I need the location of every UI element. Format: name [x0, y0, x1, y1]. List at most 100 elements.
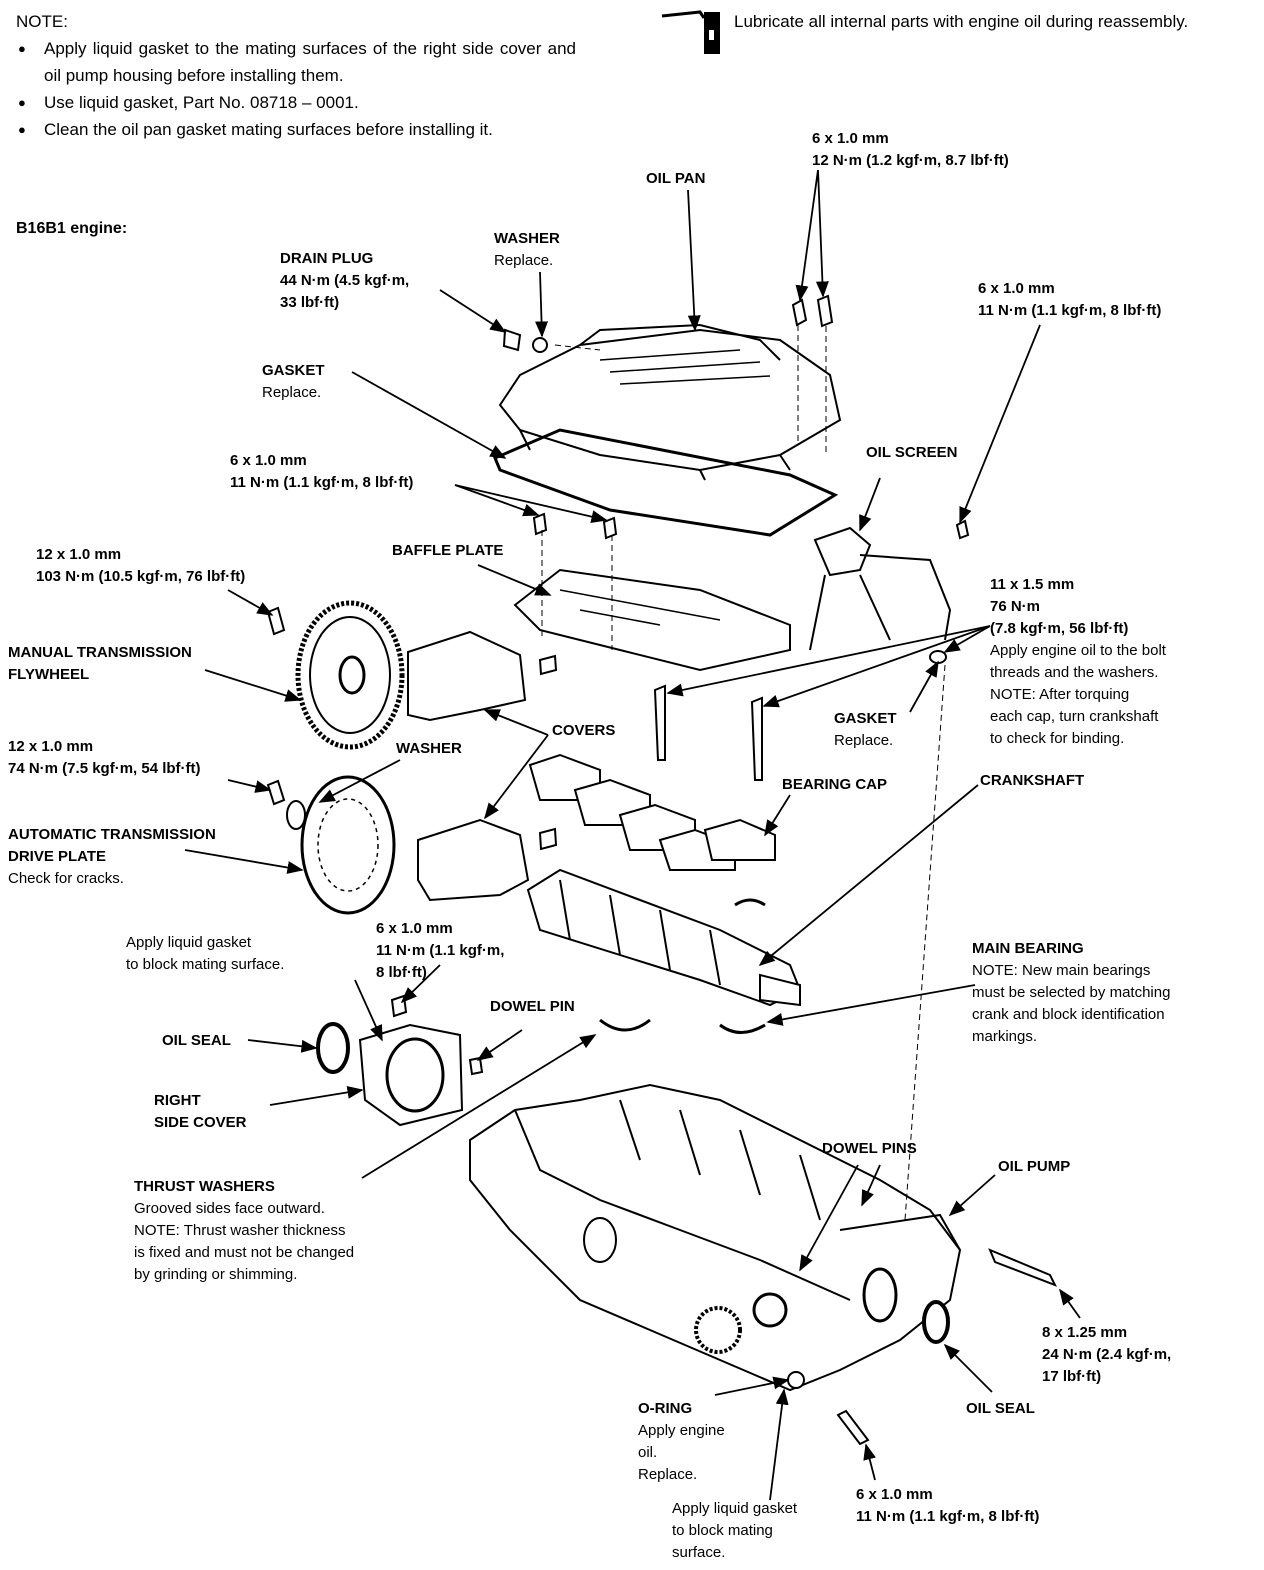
- washer-note: Replace.: [494, 252, 554, 269]
- bolt-note: to check for binding.: [990, 730, 1125, 747]
- bolt-torque: 8 lbf·ft): [376, 964, 427, 981]
- label-oil-pan: OIL PAN: [646, 170, 706, 187]
- oil-pan: [498, 323, 842, 481]
- bolt-size: 8 x 1.25 mm: [1042, 1324, 1128, 1341]
- gasket-note: to block mating: [672, 1522, 773, 1539]
- note-item: Use liquid gasket, Part No. 08718 – 0001…: [18, 89, 576, 116]
- drain-plug-title: DRAIN PLUG: [280, 250, 374, 267]
- bolt-size: 11 x 1.5 mm: [990, 576, 1075, 593]
- o-ring-note: Apply engine: [638, 1422, 725, 1439]
- label-o-ring: O-RING Apply engine oil. Replace.: [638, 1398, 725, 1486]
- main-bearing-title: MAIN BEARING: [972, 940, 1084, 957]
- note-list: Apply liquid gasket to the mating surfac…: [16, 35, 576, 143]
- bolt-torque: 12 N·m (1.2 kgf·m, 8.7 lbf·ft): [812, 152, 1009, 169]
- label-drain-plug: DRAIN PLUG 44 N·m (4.5 kgf·m, 33 lbf·ft): [280, 248, 409, 314]
- bolt-size: 6 x 1.0 mm: [812, 130, 889, 147]
- bolt-torque: 24 N·m (2.4 kgf·m,: [1042, 1346, 1172, 1363]
- label-bolt-driveplate: 12 x 1.0 mm 74 N·m (7.5 kgf·m, 54 lbf·ft…: [8, 736, 201, 780]
- bolt-note: threads and the washers.: [990, 664, 1159, 681]
- main-bearing-shell: [734, 898, 766, 907]
- label-bolt-cover: 6 x 1.0 mm 11 N·m (1.1 kgf·m, 8 lbf·ft): [376, 918, 504, 984]
- oil-seal-right: [922, 1300, 950, 1344]
- bolt-torque: 103 N·m (10.5 kgf·m, 76 lbf·ft): [36, 568, 246, 585]
- label-bolt-baffle: 6 x 1.0 mm 11 N·m (1.1 kgf·m, 8 lbf·ft): [230, 450, 413, 494]
- bolt-torque: 11 N·m (1.1 kgf·m,: [376, 942, 505, 959]
- bolt-note: each cap, turn crankshaft: [990, 708, 1159, 725]
- o-ring-title: O-RING: [638, 1400, 693, 1417]
- thrust-washers-note: is fixed and must not be changed: [134, 1244, 355, 1261]
- label-oil-seal-right: OIL SEAL: [966, 1400, 1035, 1417]
- main-bearing-note: crank and block identification: [972, 1006, 1165, 1023]
- leader-lines: [184, 169, 1081, 1501]
- gasket-title: GASKET: [834, 710, 897, 727]
- oil-screen: [809, 526, 952, 651]
- main-bearing-note: NOTE: New main bearings: [972, 962, 1151, 979]
- engine-label: B16B1 engine:: [16, 220, 128, 237]
- label-washer-top: WASHER Replace.: [494, 228, 560, 272]
- bolt-torque: 17 lbf·ft): [1042, 1368, 1102, 1385]
- label-bolt-pump: 8 x 1.25 mm 24 N·m (2.4 kgf·m, 17 lbf·ft…: [1042, 1322, 1171, 1388]
- label-crankshaft: CRANKSHAFT: [980, 772, 1085, 789]
- bearing-caps: [528, 753, 776, 871]
- washer-title: WASHER: [494, 230, 560, 247]
- drive-plate-title: DRIVE PLATE: [8, 848, 107, 865]
- bolt-size: 6 x 1.0 mm: [978, 280, 1055, 297]
- bolt-torque: 11 N·m (1.1 kgf·m, 8 lbf·ft): [230, 474, 414, 491]
- main-bearing-note: markings.: [972, 1028, 1038, 1045]
- label-bolt-screen: 6 x 1.0 mm 11 N·m (1.1 kgf·m, 8 lbf·ft): [978, 278, 1161, 322]
- label-automatic-drive-plate: AUTOMATIC TRANSMISSION DRIVE PLATE Check…: [8, 824, 216, 890]
- lubricate-text: Lubricate all internal parts with engine…: [734, 12, 1189, 31]
- thrust-washer: [599, 1018, 651, 1032]
- crankshaft: [526, 868, 802, 1007]
- o-ring-note: Replace.: [638, 1466, 698, 1483]
- main-bearing-note: must be selected by matching: [972, 984, 1171, 1001]
- side-cover-title: RIGHT: [154, 1092, 201, 1109]
- label-covers: COVERS: [552, 722, 616, 739]
- o-ring-note: oil.: [638, 1444, 658, 1461]
- gasket-note: Replace.: [262, 384, 322, 401]
- gasket-note: Apply liquid gasket: [126, 934, 252, 951]
- oil-can-icon: [661, 10, 720, 54]
- label-bolt-bottom: 6 x 1.0 mm 11 N·m (1.1 kgf·m, 8 lbf·ft): [856, 1484, 1039, 1528]
- label-dowel-pin: DOWEL PIN: [490, 998, 575, 1015]
- flywheel-title: MANUAL TRANSMISSION: [8, 644, 192, 661]
- baffle-plate: [513, 568, 791, 672]
- manual-flywheel: [295, 600, 405, 750]
- label-liquid-gasket-cover: Apply liquid gasket to block mating surf…: [126, 932, 284, 976]
- gasket-title: GASKET: [262, 362, 325, 379]
- drain-plug-torque: 33 lbf·ft): [280, 294, 340, 311]
- label-gasket-screen: GASKET Replace.: [834, 708, 897, 752]
- bolt-size: 6 x 1.0 mm: [856, 1486, 933, 1503]
- label-main-bearing: MAIN BEARING NOTE: New main bearings mus…: [972, 938, 1170, 1048]
- drain-plug-torque: 44 N·m (4.5 kgf·m,: [280, 272, 410, 289]
- label-liquid-gasket-pump: Apply liquid gasket to block mating surf…: [672, 1498, 797, 1564]
- bolt-torque: 11 N·m (1.1 kgf·m, 8 lbf·ft): [978, 302, 1162, 319]
- gasket-note: to block mating surface.: [126, 956, 285, 973]
- label-baffle-plate: BAFFLE PLATE: [392, 542, 504, 559]
- thrust-washers-title: THRUST WASHERS: [134, 1178, 275, 1195]
- thrust-washers-note: by grinding or shimming.: [134, 1266, 298, 1283]
- note-item: Clean the oil pan gasket mating surfaces…: [18, 116, 576, 143]
- gasket-note: Apply liquid gasket: [672, 1500, 798, 1517]
- label-right-side-cover: RIGHT SIDE COVER: [154, 1090, 247, 1134]
- right-side-cover: [358, 1023, 464, 1127]
- cover-lower: [417, 818, 530, 902]
- label-main-cap-bolt: 11 x 1.5 mm 76 N·m (7.8 kgf·m, 56 lbf·ft…: [990, 574, 1166, 750]
- bolt-size: 12 x 1.0 mm: [8, 738, 94, 755]
- label-dowel-pins: DOWEL PINS: [822, 1140, 917, 1157]
- drive-plate-note: Check for cracks.: [8, 870, 124, 887]
- label-oil-pump: OIL PUMP: [998, 1158, 1071, 1175]
- flywheel-title: FLYWHEEL: [8, 666, 90, 683]
- cover-upper: [407, 630, 527, 722]
- label-oil-seal-left: OIL SEAL: [162, 1032, 231, 1049]
- oil-pan-gasket: [493, 428, 839, 537]
- drive-plate-title: AUTOMATIC TRANSMISSION: [8, 826, 216, 843]
- bolt-torque: (7.8 kgf·m, 56 lbf·ft): [990, 620, 1129, 637]
- bolt-note: Apply engine oil to the bolt: [990, 642, 1166, 659]
- side-cover-title: SIDE COVER: [154, 1114, 247, 1131]
- thrust-washers-note: Grooved sides face outward.: [134, 1200, 325, 1217]
- engine-block: [469, 1083, 962, 1392]
- label-bolt-flywheel: 12 x 1.0 mm 103 N·m (10.5 kgf·m, 76 lbf·…: [36, 544, 245, 588]
- bolt-size: 6 x 1.0 mm: [230, 452, 307, 469]
- bolt-torque: 76 N·m: [990, 598, 1041, 615]
